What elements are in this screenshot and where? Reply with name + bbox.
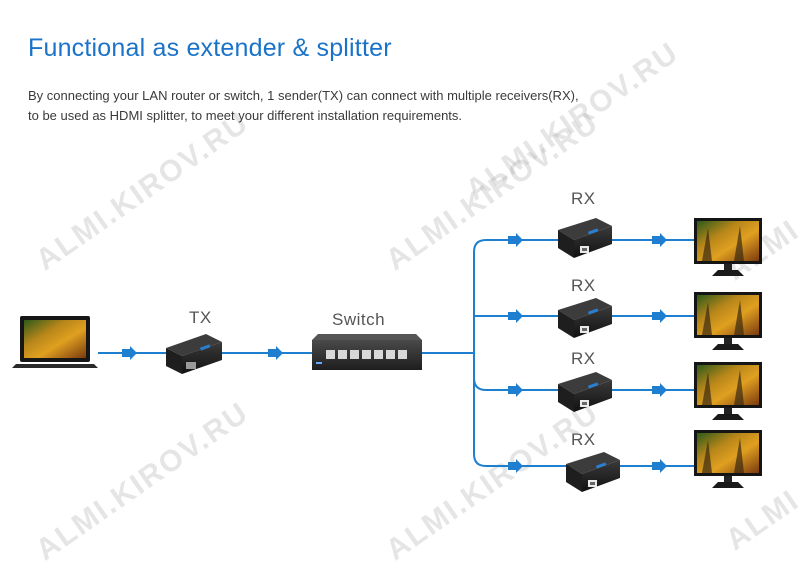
line-bus-rx4 [473,378,574,467]
line-bus-rx1 [473,239,566,353]
arrow-icon [652,233,667,247]
description: By connecting your LAN router or switch,… [28,86,628,126]
monitor-icon [694,292,762,350]
rx-receiver-icon [558,298,612,338]
laptop-icon [12,316,98,368]
arrow-icon [268,346,283,360]
arrow-icon [652,383,667,397]
description-line-2: to be used as HDMI splitter, to meet you… [28,108,463,123]
monitor-icon [694,362,762,420]
page-title: Functional as extender & splitter [28,34,392,62]
line-bus-rx3 [473,353,566,391]
arrow-icon [508,309,523,323]
rx-receiver-icon [566,452,620,492]
arrow-icon [652,459,667,473]
rx-receiver-icon [558,218,612,258]
monitor-icon [694,430,762,488]
tx-sender-icon [166,334,222,374]
rx-label: RX [571,430,596,449]
rx-label: RX [571,349,596,368]
rx-label: RX [571,189,596,208]
arrow-icon [652,309,667,323]
arrow-icon [508,233,523,247]
description-line-1: By connecting your LAN router or switch,… [28,88,579,103]
arrow-icon [122,346,137,360]
rx-label: RX [571,276,596,295]
network-switch-icon [312,334,422,370]
switch-label: Switch [332,310,386,329]
monitor-icon [694,218,762,276]
tx-label: TX [189,308,212,327]
rx-receiver-icon [558,372,612,412]
arrow-icon [508,383,523,397]
arrow-icon [508,459,523,473]
